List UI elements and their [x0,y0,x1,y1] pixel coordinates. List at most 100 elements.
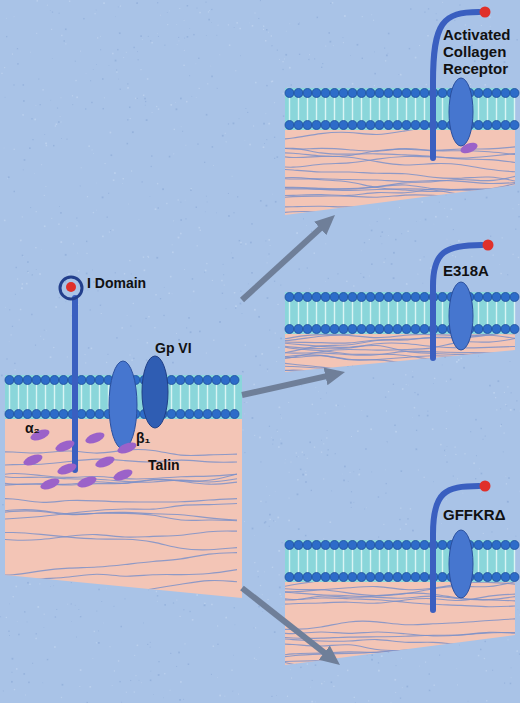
lipid-head [176,410,185,419]
lipid-tail [180,384,181,410]
texture-speck [193,34,194,35]
texture-speck [222,293,223,294]
lipid-head [384,121,393,130]
texture-speck [352,83,354,85]
texture-speck [504,392,505,393]
texture-speck [115,16,117,18]
texture-speck [85,354,86,355]
texture-speck [137,645,139,647]
texture-speck [306,225,308,227]
texture-speck [76,217,77,218]
texture-speck [17,48,18,49]
texture-speck [388,391,389,392]
texture-speck [337,675,338,676]
lipid-head [321,325,330,334]
texture-speck [199,331,201,333]
lipid-head [366,293,375,302]
texture-speck [27,582,29,584]
texture-speck [388,234,390,236]
texture-speck [9,603,11,605]
texture-speck [433,223,435,225]
texture-speck [263,29,264,30]
texture-speck [502,451,504,453]
texture-speck [459,239,461,241]
lipid-tail [487,301,488,325]
lipid-tail [505,301,506,325]
texture-speck [428,8,429,9]
texture-speck [383,262,384,263]
texture-speck [480,649,481,650]
texture-speck [185,218,186,219]
texture-speck [151,155,152,156]
lipid-head [402,121,411,130]
texture-speck [271,436,273,438]
texture-speck [453,476,454,477]
texture-speck [90,80,91,81]
texture-speck [484,658,485,659]
texture-speck [364,242,365,243]
texture-speck [35,247,36,248]
texture-speck [371,659,373,661]
texture-speck [178,199,179,200]
texture-speck [373,377,374,378]
texture-speck [254,658,255,659]
texture-speck [257,571,258,572]
texture-speck [184,269,186,271]
texture-speck [516,400,517,401]
lipid-tail [514,301,515,325]
texture-speck [383,524,384,525]
lipid-head [501,293,510,302]
texture-speck [133,303,134,304]
texture-speck [207,83,208,84]
lipid-tail [505,549,506,573]
lipid-head [420,121,429,130]
texture-speck [193,291,195,293]
texture-speck [281,418,282,419]
texture-speck [320,398,322,400]
texture-speck [311,679,313,681]
texture-speck [267,297,269,299]
texture-speck [129,260,130,261]
texture-speck [378,537,379,538]
texture-speck [23,100,25,102]
texture-speck [282,93,284,95]
lipid-tail [307,549,308,573]
texture-speck [268,239,270,241]
texture-speck [58,12,60,14]
texture-speck [129,354,130,355]
texture-speck [290,669,292,671]
texture-speck [255,356,257,358]
texture-speck [267,256,269,258]
texture-speck [158,108,159,109]
texture-speck [4,67,5,68]
texture-speck [434,378,435,379]
texture-speck [133,47,134,48]
texture-speck [29,147,31,149]
texture-speck [158,207,159,208]
lipid-head [339,89,348,98]
texture-speck [190,189,192,191]
texture-speck [224,695,226,697]
texture-speck [419,220,421,222]
texture-speck [13,16,15,18]
texture-speck [450,379,451,380]
texture-speck [91,149,93,151]
lipid-head [14,410,23,419]
lipid-head [510,293,519,302]
lipid-head [420,293,429,302]
texture-speck [225,308,227,310]
texture-speck [45,186,47,188]
texture-speck [131,171,132,172]
texture-speck [427,415,429,417]
texture-speck [502,237,503,238]
texture-speck [370,428,372,430]
texture-speck [130,680,131,681]
cytoskeleton-fiber [265,168,517,181]
texture-speck [321,452,322,453]
lipid-tail [325,301,326,325]
texture-speck [244,520,246,522]
texture-speck [507,501,508,502]
texture-speck [241,371,243,373]
texture-speck [130,273,132,275]
texture-speck [258,18,259,19]
